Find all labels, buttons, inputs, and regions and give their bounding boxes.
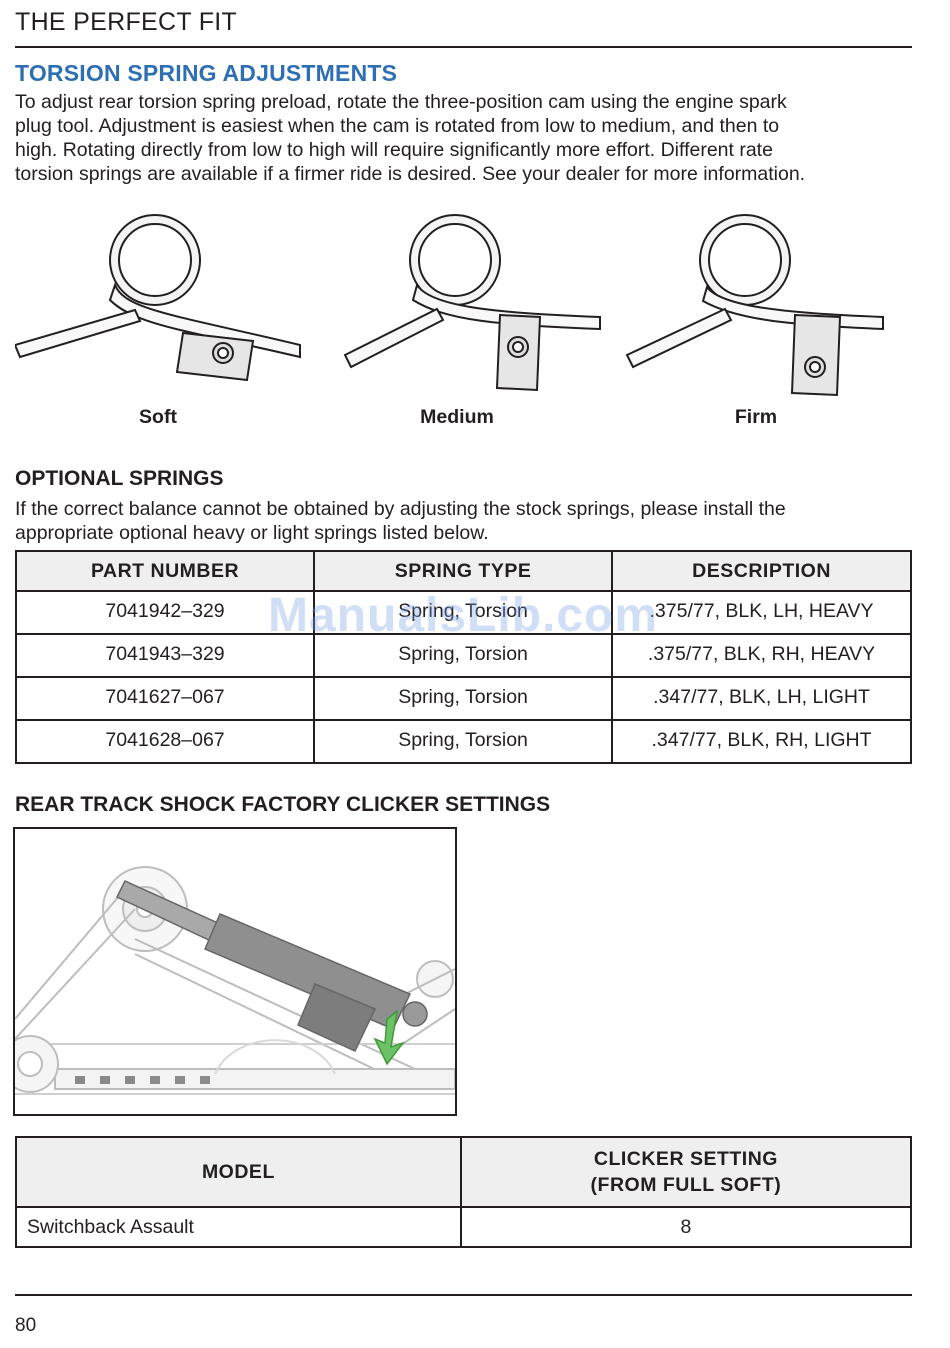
model-cell: Switchback Assault [15,1206,462,1248]
description-cell: .347/77, BLK, RH, LIGHT [611,719,912,764]
spring-label-soft: Soft [139,406,177,428]
page-header-title: THE PERFECT FIT [15,8,238,36]
footer-rule [15,1294,912,1296]
spring-firm-illustration [625,214,884,397]
description-cell: .347/77, BLK, LH, LIGHT [611,676,912,721]
spring-medium-illustration [343,214,601,392]
clicker-setting-cell: 8 [459,1206,913,1248]
optional-springs-table: PART NUMBER SPRING TYPE DESCRIPTION 7041… [14,550,912,764]
spring-type-cell: Spring, Torsion [313,719,614,764]
torsion-line: plug tool. Adjustment is easiest when th… [15,115,780,137]
part-number-cell: 7041943–329 [14,633,316,678]
description-cell: .375/77, BLK, LH, HEAVY [611,590,912,635]
column-header-clicker-setting: CLICKER SETTING (FROM FULL SOFT) [459,1136,913,1208]
table-row: 7041943–329 Spring, Torsion .375/77, BLK… [14,633,912,678]
table-row: Switchback Assault 8 [15,1206,913,1248]
torsion-line: To adjust rear torsion spring preload, r… [15,91,787,113]
column-header-part-number: PART NUMBER [14,550,316,592]
optional-springs-paragraph: If the correct balance cannot be obtaine… [15,497,915,545]
table-header-row: PART NUMBER SPRING TYPE DESCRIPTION [14,550,912,592]
table-header-row: MODEL CLICKER SETTING (FROM FULL SOFT) [15,1136,913,1208]
part-number-cell: 7041942–329 [14,590,316,635]
clicker-setting-header-line: CLICKER SETTING [593,1148,778,1170]
column-header-spring-type: SPRING TYPE [313,550,614,592]
table-row: 7041628–067 Spring, Torsion .347/77, BLK… [14,719,912,764]
spring-label-medium: Medium [420,406,494,428]
optional-springs-title: OPTIONAL SPRINGS [15,467,224,490]
torsion-paragraph: To adjust rear torsion spring preload, r… [15,90,915,186]
table-row: 7041942–329 Spring, Torsion .375/77, BLK… [14,590,912,635]
optional-springs-line: appropriate optional heavy or light spri… [15,522,489,544]
torsion-line: high. Rotating directly from low to high… [15,139,773,161]
spring-soft-illustration [15,214,301,382]
torsion-line: torsion springs are available if a firme… [15,163,806,185]
green-arrow-icon [373,1009,406,1066]
header-rule [15,46,912,48]
page-number: 80 [15,1315,37,1336]
shock-drawing [15,866,455,1095]
clicker-setting-header-subline: (FROM FULL SOFT) [590,1174,782,1196]
part-number-cell: 7041627–067 [14,676,316,721]
table-row: 7041627–067 Spring, Torsion .347/77, BLK… [14,676,912,721]
optional-springs-line: If the correct balance cannot be obtaine… [15,498,786,520]
part-number-cell: 7041628–067 [14,719,316,764]
spring-type-cell: Spring, Torsion [313,676,614,721]
column-header-description: DESCRIPTION [611,550,912,592]
spring-type-cell: Spring, Torsion [313,633,614,678]
column-header-model: MODEL [15,1136,462,1208]
clicker-settings-table: MODEL CLICKER SETTING (FROM FULL SOFT) S… [15,1136,913,1248]
description-cell: .375/77, BLK, RH, HEAVY [611,633,912,678]
torsion-section-title: TORSION SPRING ADJUSTMENTS [15,60,398,86]
rear-track-shock-illustration [13,827,457,1116]
clicker-section-title: REAR TRACK SHOCK FACTORY CLICKER SETTING… [15,793,551,816]
spring-label-firm: Firm [734,406,778,428]
spring-type-cell: Spring, Torsion [313,590,614,635]
